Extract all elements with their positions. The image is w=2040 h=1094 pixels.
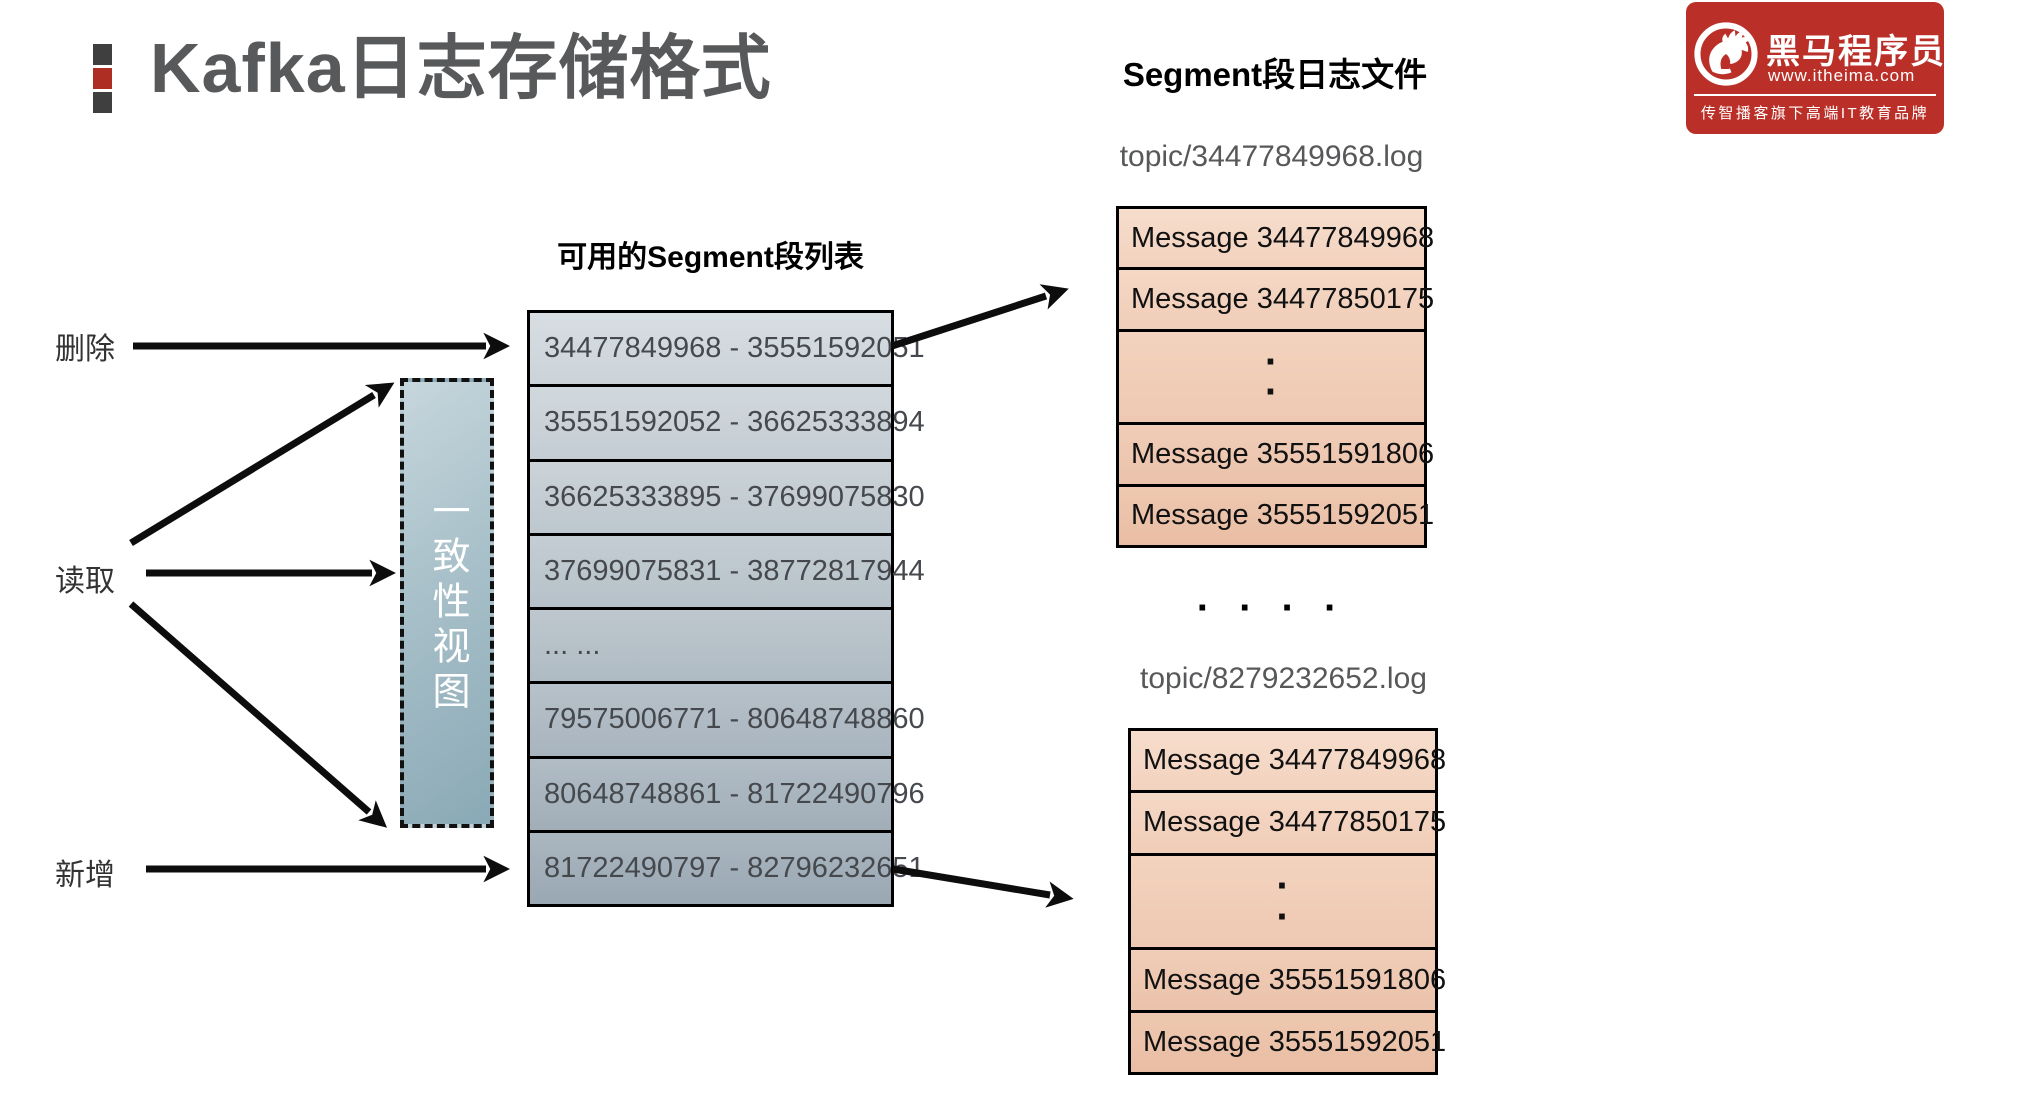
- segment-range-row: 36625333895 - 37699075830: [530, 461, 925, 536]
- log-file-name: topic/34477849968.log: [1119, 140, 1424, 173]
- logo-divider: [1694, 94, 1936, 96]
- files-ellipsis: · · · ·: [1196, 586, 1347, 630]
- page-title: Kafka日志存储格式: [150, 29, 772, 107]
- message-row: Message 35551592051: [1119, 486, 1434, 545]
- delete-label: 删除: [55, 333, 115, 366]
- itheima-logo: 黑马程序员 www.itheima.com 传智播客旗下高端IT教育品牌: [1686, 2, 1944, 134]
- bullet-square-icon: [93, 92, 112, 113]
- arrow-read-to-view-bottom: [128, 601, 388, 828]
- read-label: 读取: [55, 565, 115, 598]
- consistency-view-box: 一致性视图: [400, 378, 494, 828]
- log-file-name: topic/8279232652.log: [1140, 662, 1427, 695]
- segment-range-row: 79575006771 - 80648748860: [530, 684, 925, 759]
- segment-range-row: 81722490797 - 82796232651: [530, 832, 925, 904]
- add-label: 新增: [55, 859, 115, 892]
- page-title-block: Kafka日志存储格式: [93, 18, 772, 118]
- message-row: Message 34477849968: [1119, 209, 1434, 271]
- logo-brand-text: 黑马程序员: [1766, 33, 1946, 71]
- consistency-view-label: 一致性视图: [426, 490, 468, 716]
- arrow-read-to-view-top: [129, 382, 395, 546]
- message-row: Message 35551592051: [1131, 1012, 1446, 1073]
- message-row: Message 35551591806: [1131, 950, 1446, 1013]
- segment-range-row: 35551592052 - 36625333894: [530, 387, 925, 462]
- message-row: Message 34477849968: [1131, 731, 1446, 794]
- segment-list-heading: 可用的Segment段列表: [557, 241, 864, 274]
- logo-tagline-text: 传智播客旗下高端IT教育品牌: [1700, 105, 1930, 122]
- horse-icon: [1694, 22, 1758, 86]
- message-row: Message 35551591806: [1119, 425, 1434, 487]
- message-ellipsis-row: ··: [1119, 331, 1424, 426]
- bullet-square-icon: [93, 44, 112, 65]
- bullet-square-icon: [93, 68, 112, 89]
- segment-files-heading: Segment段日志文件: [1122, 56, 1428, 93]
- message-row: Message 34477850175: [1131, 793, 1446, 856]
- segment-range-row: 37699075831 - 38772817944: [530, 535, 925, 610]
- message-ellipsis-row: ··: [1131, 855, 1435, 951]
- segment-range-row: 80648748861 - 81722490796: [530, 758, 925, 833]
- message-row: Message 34477850175: [1119, 270, 1434, 332]
- segment-range-row: ... ...: [530, 610, 891, 685]
- logo-url-text: www.itheima.com: [1768, 66, 1916, 85]
- title-bullet-squares: [93, 44, 112, 113]
- segment-range-row: 34477849968 - 35551592051: [530, 313, 925, 388]
